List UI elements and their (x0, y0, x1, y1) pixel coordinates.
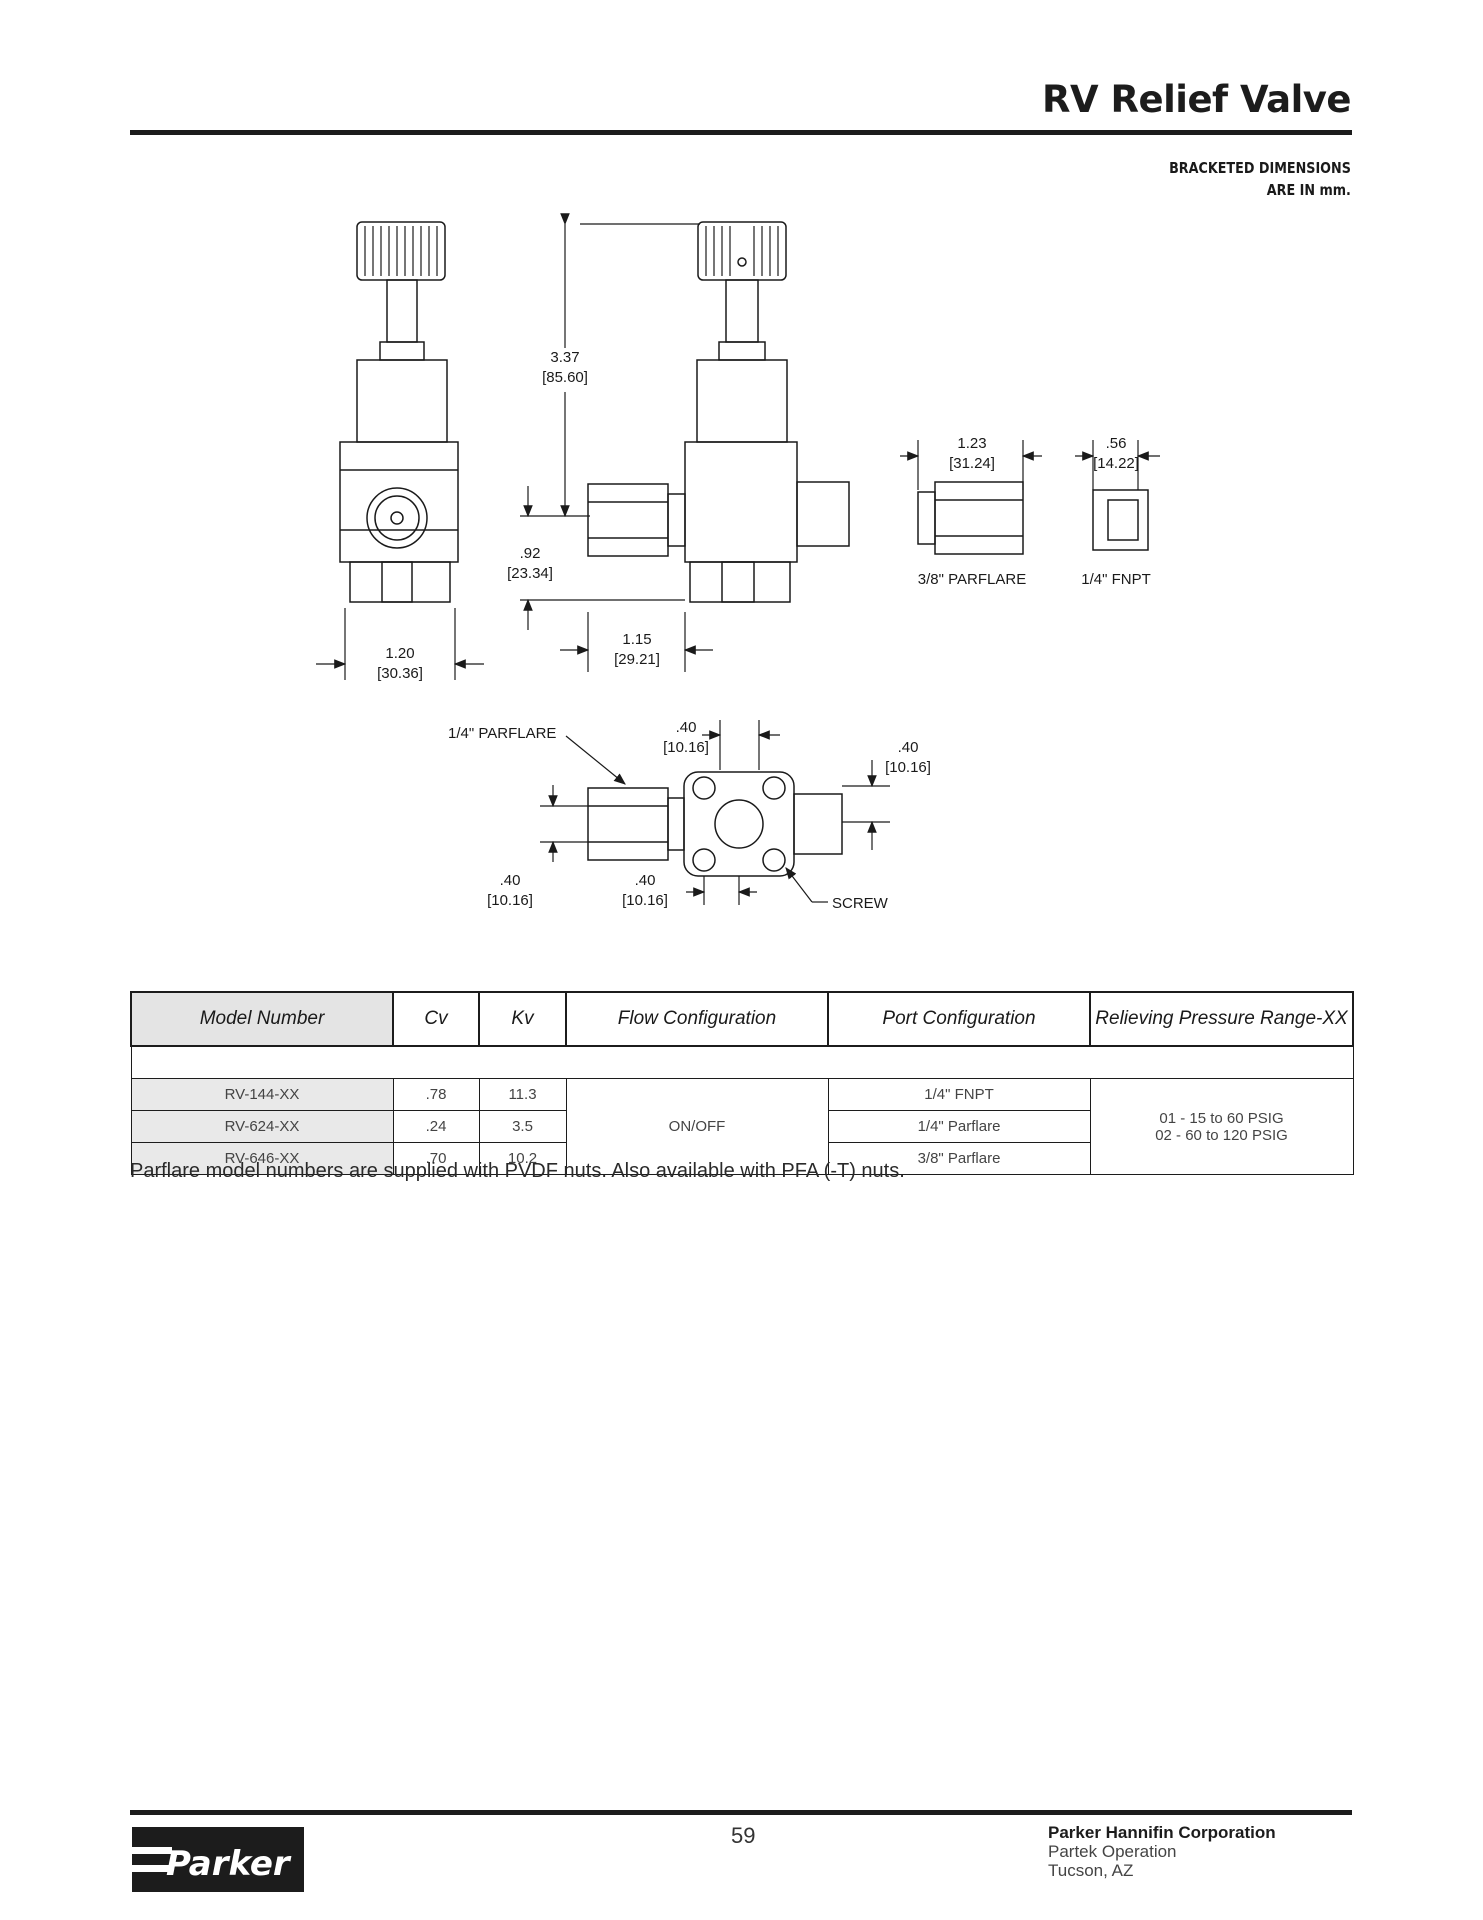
dim-top-10-16: [10.16] (663, 739, 709, 756)
footer-rule (130, 1810, 1352, 1815)
cell-kv: 11.3 (478, 1078, 567, 1111)
pressure-range-line2: 02 - 60 to 120 PSIG (1155, 1126, 1288, 1144)
label-38-parflare: 3/8" PARFLARE (918, 571, 1026, 588)
dim-right-10-16: [10.16] (885, 759, 931, 776)
bracket-note-line1: BRACKETED DIMENSIONS (1169, 159, 1351, 177)
dim-85-60: [85.60] (542, 369, 588, 386)
top-view (587, 771, 843, 877)
bracket-note-line2: ARE IN mm. (1266, 181, 1351, 199)
dim-1-20: 1.20 (385, 645, 414, 662)
page-title: RV Relief Valve (1041, 78, 1352, 121)
dim-right-0-40: .40 (898, 739, 919, 756)
header-pressure-range: Relieving Pressure Range-XX (1089, 991, 1354, 1047)
dim-1-15: 1.15 (622, 631, 651, 648)
cell-model: RV-646-XX (130, 1142, 394, 1175)
dim-30-36: [30.36] (377, 665, 423, 682)
header-kv: Kv (478, 991, 567, 1047)
dim-top-0-40: .40 (676, 719, 697, 736)
logo-text: Parker (166, 1844, 292, 1884)
cell-port: 1/4" FNPT (827, 1078, 1091, 1111)
company-division: Partek Operation (1048, 1842, 1177, 1861)
header-flow-configuration: Flow Configuration (565, 991, 829, 1047)
cell-port: 1/4" Parflare (827, 1110, 1091, 1143)
cell-cv: .24 (392, 1110, 480, 1143)
label-14-parflare: 1/4" PARFLARE (448, 725, 556, 742)
cell-pressure-range: 01 - 15 to 60 PSIG 02 - 60 to 120 PSIG (1089, 1078, 1354, 1175)
cell-cv: .78 (392, 1078, 480, 1111)
company-name: Parker Hannifin Corporation (1048, 1823, 1276, 1842)
valve-dimension-drawing: 3.37 [85.60] .92 [23.34] 1.20 [30.36] 1.… (316, 213, 1160, 912)
dim-29-21: [29.21] (614, 651, 660, 668)
spec-table: Model Number Cv Kv Flow Configuration Po… (130, 991, 1354, 1175)
table-row: RV-624-XX .24 3.5 1/4" Parflare (130, 1110, 1353, 1143)
bracket-note: BRACKETED DIMENSIONS ARE IN mm. (1169, 157, 1351, 201)
dim-14-22: [14.22] (1093, 455, 1139, 472)
cell-model: RV-624-XX (130, 1110, 394, 1143)
dim-31-24: [31.24] (949, 455, 995, 472)
cell-flow: ON/OFF (565, 1078, 829, 1175)
cell-kv: 10.2 (478, 1142, 567, 1175)
footnote: Parflare model numbers are supplied with… (130, 1160, 905, 1182)
dim-0-56: .56 (1106, 435, 1127, 452)
fitting-14-fnpt (1092, 489, 1149, 551)
side-view (587, 221, 850, 603)
label-14-fnpt: 1/4" FNPT (1081, 571, 1151, 588)
header-rule (130, 130, 1352, 135)
fitting-38-parflare (917, 481, 1024, 555)
table-row: RV-646-XX .70 10.2 3/8" Parflare (130, 1142, 1353, 1175)
cell-cv: .70 (392, 1142, 480, 1175)
pressure-range-line1: 01 - 15 to 60 PSIG (1159, 1109, 1284, 1127)
dim-0-92: .92 (520, 545, 541, 562)
dim-3-37: 3.37 (550, 349, 579, 366)
header-model-number: Model Number (130, 991, 394, 1047)
dim-left-0-40: .40 (500, 872, 521, 889)
company-location: Tucson, AZ (1048, 1861, 1134, 1880)
header-port-configuration: Port Configuration (827, 991, 1091, 1047)
cell-kv: 3.5 (478, 1110, 567, 1143)
label-screw: SCREW (832, 895, 889, 912)
front-view (339, 221, 459, 603)
page-number: 59 (731, 1823, 756, 1848)
cell-port: 3/8" Parflare (827, 1142, 1091, 1175)
dim-left-10-16: [10.16] (487, 892, 533, 909)
dim-bottom-0-40: .40 (635, 872, 656, 889)
dimension-labels: 3.37 [85.60] .92 [23.34] 1.20 [30.36] 1.… (377, 349, 1151, 912)
header-cv: Cv (392, 991, 480, 1047)
dimension-lines (316, 213, 1160, 905)
company-block: Parker Hannifin Corporation Partek Opera… (1048, 1823, 1276, 1880)
table-row: RV-144-XX .78 11.3 ON/OFF 1/4" FNPT 01 -… (130, 1078, 1354, 1175)
spec-table-header: Model Number Cv Kv Flow Configuration Po… (130, 991, 1354, 1047)
dim-1-23: 1.23 (957, 435, 986, 452)
dim-bottom-10-16: [10.16] (622, 892, 668, 909)
dim-23-34: [23.34] (507, 565, 553, 582)
parker-logo: Parker (132, 1827, 304, 1892)
cell-model: RV-144-XX (130, 1078, 394, 1111)
